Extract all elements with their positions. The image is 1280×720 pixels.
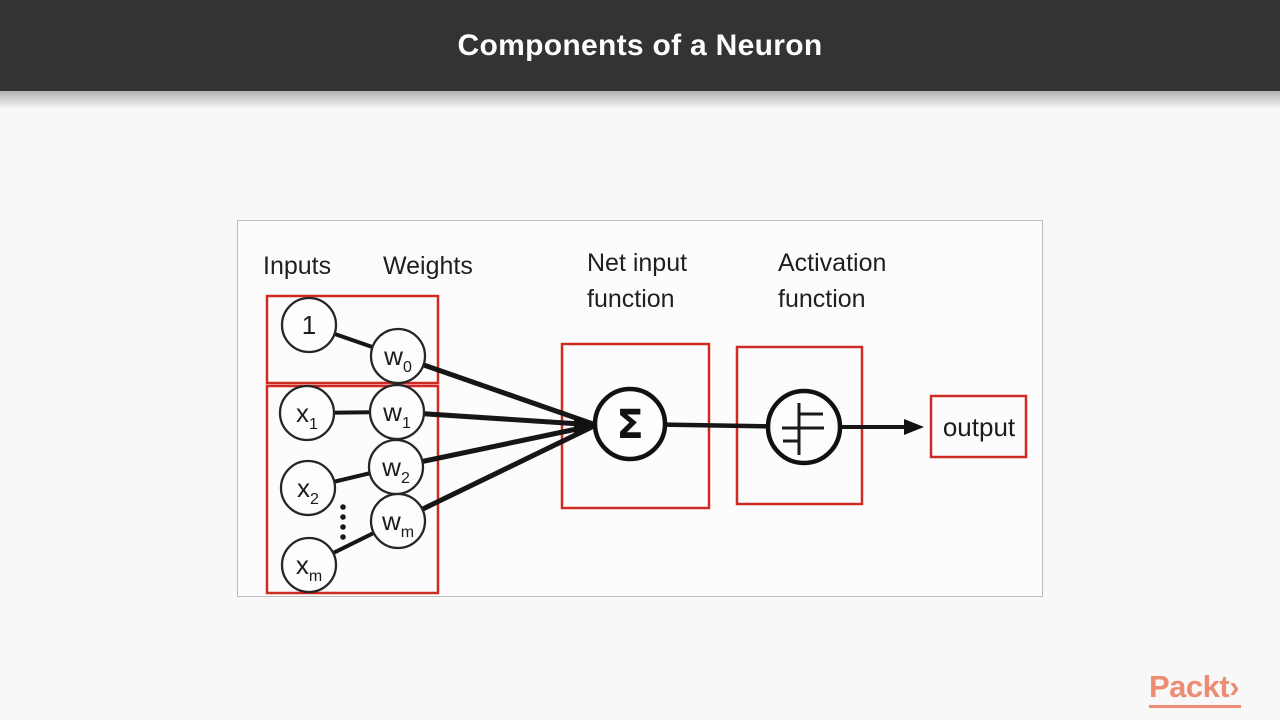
weight-node-wm [369, 492, 427, 550]
weight-to-sum-lines [393, 353, 599, 524]
input-node-xm [280, 536, 338, 594]
net-input-label-line2: function [587, 285, 675, 313]
inputs-label: Inputs [263, 252, 331, 280]
slide-header: Components of a Neuron [0, 0, 1280, 91]
xm-label: xm [296, 550, 322, 585]
slide-title: Components of a Neuron [457, 28, 823, 62]
neuron-diagram: 1 x1 x2 xm w0 w1 w2 wm Σ Inputs Weights … [263, 249, 1028, 595]
bias-highlight-box [265, 294, 440, 385]
step-function-icon [782, 403, 824, 455]
w2-label: w2 [381, 452, 410, 487]
sum-node [592, 386, 668, 462]
x1-label: x1 [296, 398, 318, 433]
sigma-label: Σ [616, 402, 643, 448]
header-shadow [0, 91, 1280, 109]
arrowhead-icon [904, 419, 924, 435]
weight-node-w0 [369, 327, 427, 385]
w0-label: w0 [383, 341, 412, 376]
weights-label: Weights [383, 252, 473, 280]
packt-logo: Packt› [1149, 669, 1242, 708]
inputs-highlight-box [265, 384, 440, 595]
input-node-bias [280, 296, 338, 354]
output-highlight-box [929, 394, 1028, 459]
activation-label-line1: Activation [778, 249, 886, 277]
vertical-ellipsis-icon [340, 504, 346, 540]
wm-label: wm [381, 506, 414, 541]
packt-logo-text: Packt [1149, 669, 1230, 704]
w1-label: w1 [382, 397, 411, 432]
activation-label-line2: function [778, 285, 866, 313]
input-node-x2 [279, 459, 337, 517]
neuron-diagram-panel: 1 x1 x2 xm w0 w1 w2 wm Σ Inputs Weights … [237, 220, 1043, 597]
output-label: output [943, 412, 1016, 442]
chevron-right-icon: › [1229, 669, 1240, 704]
sum-input-wedge [574, 415, 597, 435]
bias-label: 1 [302, 310, 316, 340]
net-input-label-line1: Net input [587, 249, 687, 277]
input-node-x1 [278, 384, 336, 442]
x2-label: x2 [297, 473, 319, 508]
